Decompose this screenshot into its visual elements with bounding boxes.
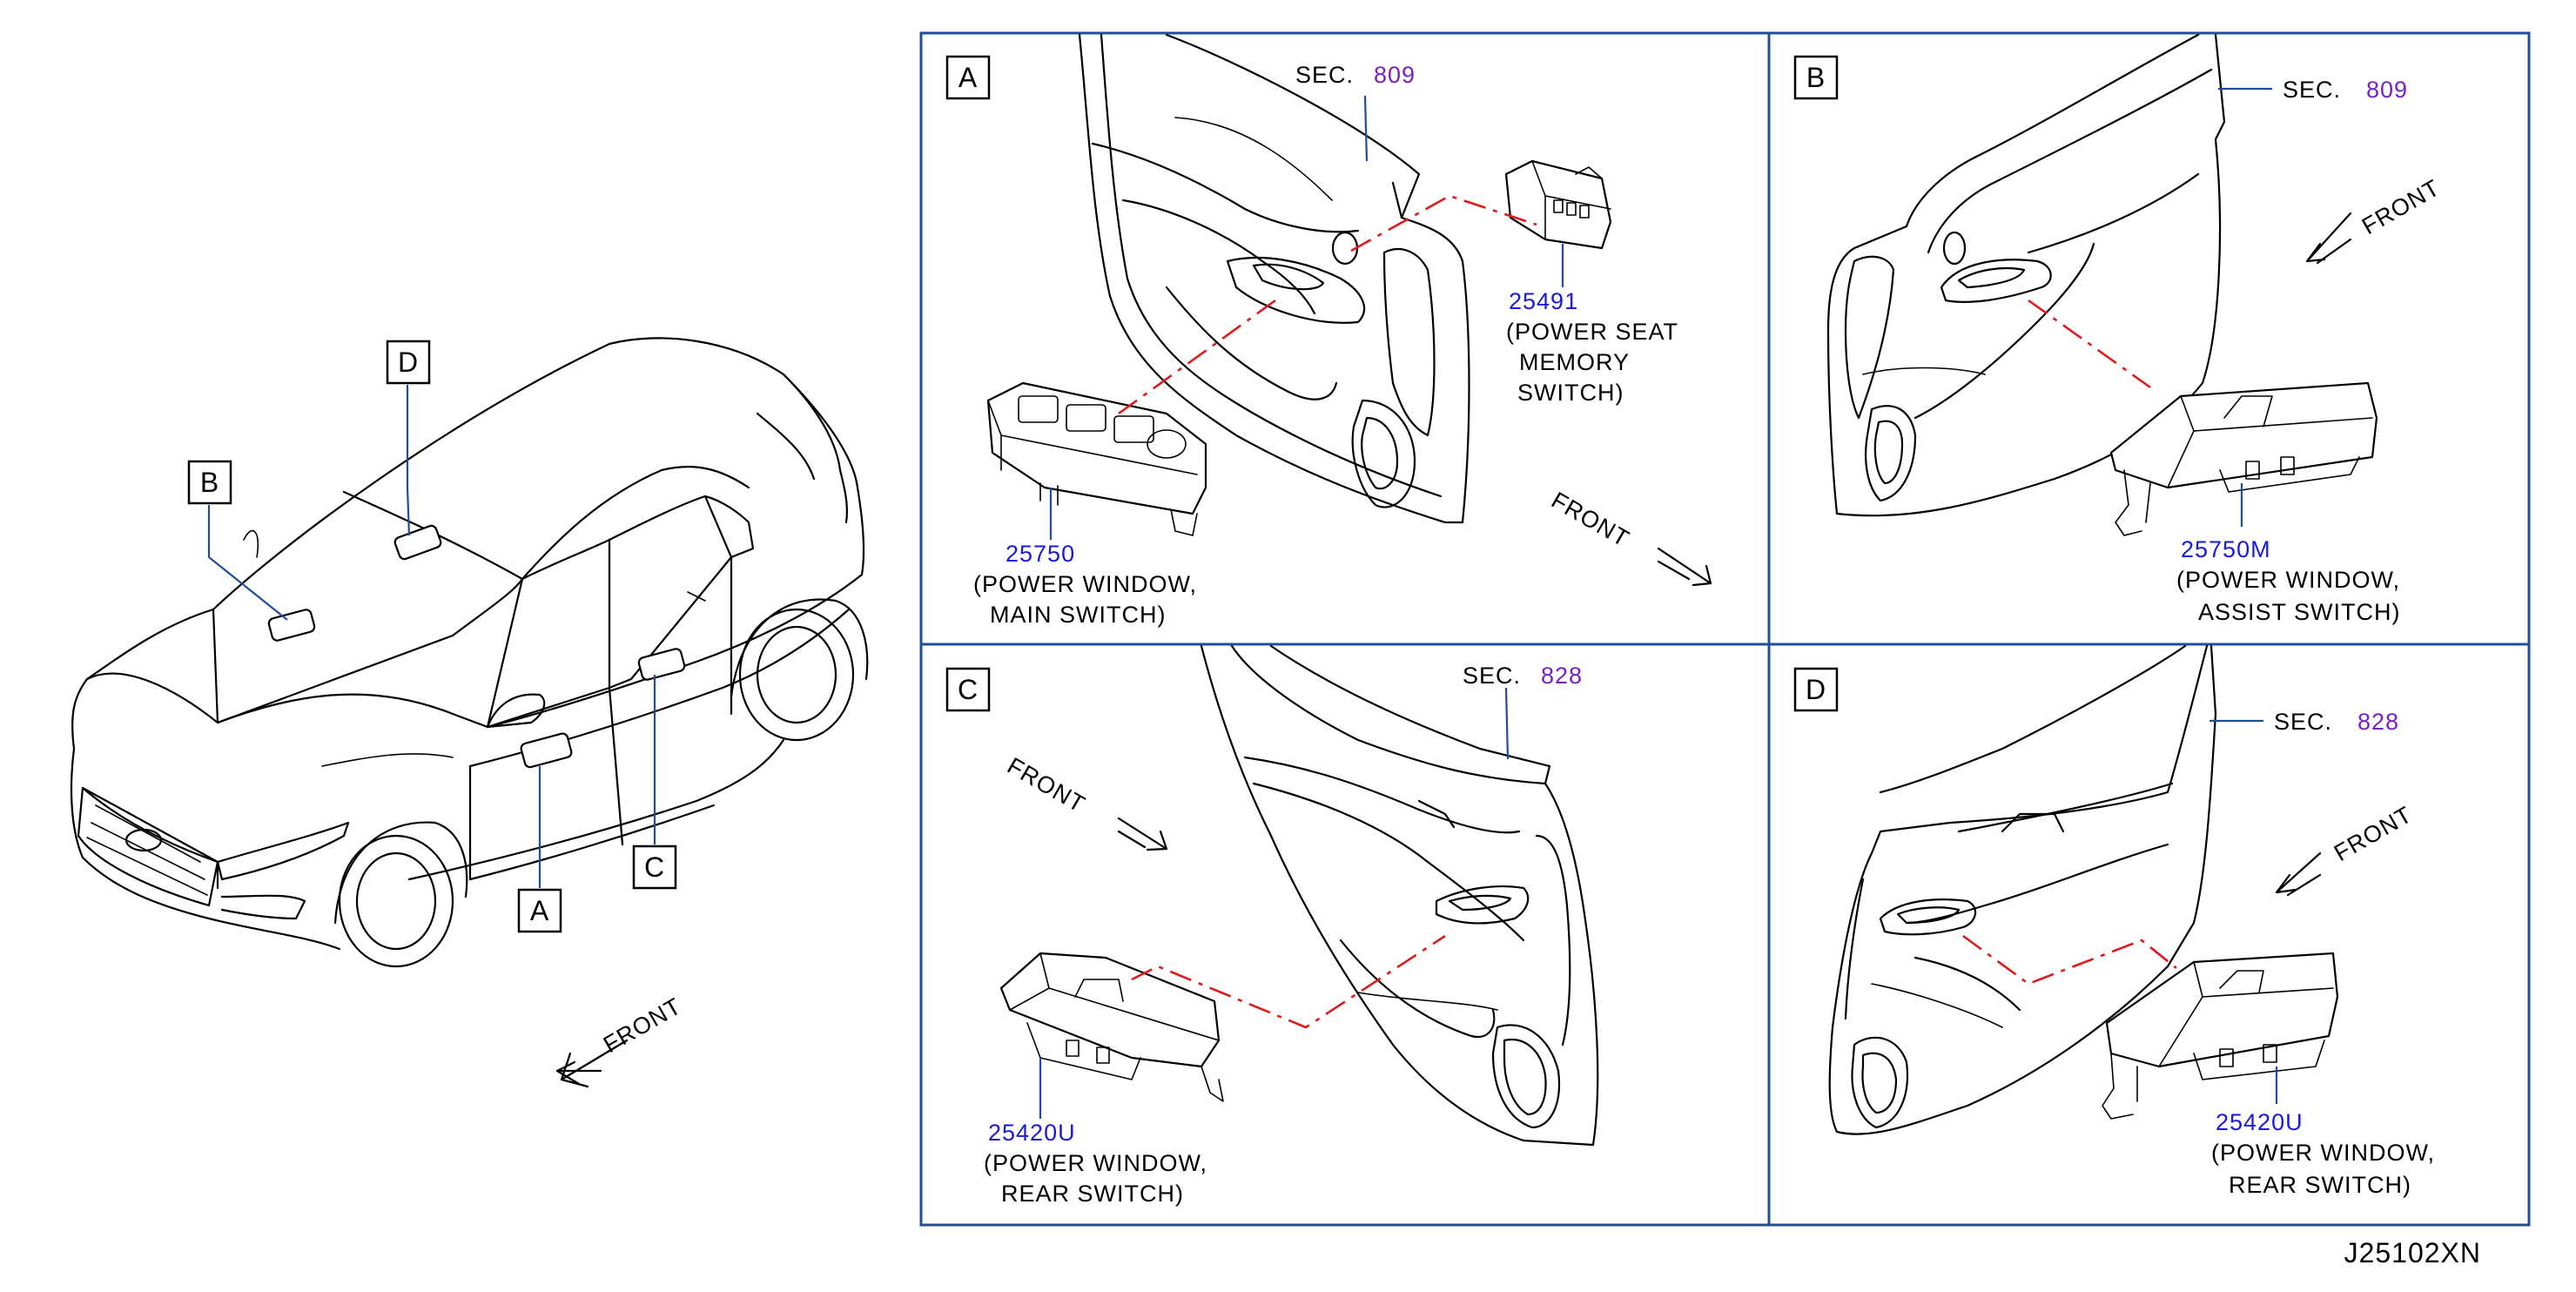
svg-text:(POWER WINDOW,: (POWER WINDOW, bbox=[2211, 1140, 2435, 1166]
panel-c-sec-number: 828 bbox=[1541, 663, 1583, 689]
seat-memory-switch-drawing bbox=[1504, 159, 1612, 250]
panel-a-letter: A bbox=[958, 62, 978, 93]
svg-text:(POWER WINDOW,: (POWER WINDOW, bbox=[984, 1150, 1207, 1176]
callout-b[interactable]: B bbox=[187, 460, 232, 505]
svg-text:MEMORY: MEMORY bbox=[1519, 349, 1630, 375]
front-arrow-overview: FRONT bbox=[555, 993, 686, 1088]
svg-text:D: D bbox=[398, 347, 419, 378]
callout-d[interactable]: D bbox=[386, 340, 431, 385]
panel-b-letter-box bbox=[1793, 55, 1839, 100]
panel-d-letter: D bbox=[1806, 674, 1826, 705]
panel-a: A SEC. 809 bbox=[945, 33, 1712, 628]
callout-a[interactable]: A bbox=[517, 888, 562, 933]
front-arrow-panel-a: FRONT bbox=[1547, 487, 1712, 587]
front-arrow-panel-b: FRONT bbox=[2305, 174, 2445, 265]
panel-a-part-1-number: 25491 bbox=[1509, 288, 1578, 314]
svg-text:REAR SWITCH): REAR SWITCH) bbox=[1001, 1181, 1184, 1207]
svg-text:(POWER SEAT: (POWER SEAT bbox=[1506, 319, 1678, 345]
panel-grid bbox=[919, 31, 2531, 1227]
door-panel-b-drawing bbox=[1826, 33, 2226, 517]
door-panel-c-drawing bbox=[1200, 644, 1599, 1147]
panel-b-part-1-number: 25750M bbox=[2181, 536, 2271, 562]
front-arrow-panel-d: FRONT bbox=[2275, 801, 2417, 897]
svg-text:C: C bbox=[644, 851, 665, 883]
panel-c-sec-label: SEC. bbox=[1463, 663, 1521, 689]
panel-d-letter-box bbox=[1793, 667, 1839, 712]
panel-a-letter-box bbox=[945, 55, 991, 100]
panel-a-part-2-number: 25750 bbox=[1006, 541, 1075, 567]
svg-text:REAR SWITCH): REAR SWITCH) bbox=[2229, 1172, 2411, 1198]
rear-switch-d-drawing bbox=[2102, 952, 2339, 1120]
svg-text:B: B bbox=[200, 467, 219, 498]
panel-b: B SEC. 809 FRONT bbox=[1793, 33, 2445, 625]
svg-text:FRONT: FRONT bbox=[2357, 174, 2445, 239]
svg-text:MAIN SWITCH): MAIN SWITCH) bbox=[990, 602, 1166, 628]
panel-c-part-1-number: 25420U bbox=[988, 1120, 1076, 1146]
panel-a-sec-number: 809 bbox=[1374, 62, 1416, 88]
drawing-code: J25102XN bbox=[2344, 1237, 2481, 1268]
overview-leaders bbox=[207, 385, 656, 888]
panel-b-letter: B bbox=[1806, 62, 1826, 93]
svg-text:ASSIST SWITCH): ASSIST SWITCH) bbox=[2198, 599, 2401, 625]
vehicle-overview bbox=[70, 337, 869, 968]
svg-text:FRONT: FRONT bbox=[1003, 752, 1090, 818]
panel-c: C SEC. 828 FRONT bbox=[945, 644, 1599, 1207]
main-switch-drawing bbox=[986, 381, 1207, 536]
panel-c-letter: C bbox=[958, 674, 979, 705]
panel-d-sec-label: SEC. bbox=[2274, 709, 2332, 735]
svg-text:A: A bbox=[530, 895, 549, 926]
assist-switch-drawing bbox=[2109, 381, 2378, 536]
svg-text:FRONT: FRONT bbox=[599, 993, 686, 1058]
door-panel-d-drawing bbox=[1828, 644, 2217, 1135]
svg-text:(POWER WINDOW,: (POWER WINDOW, bbox=[973, 571, 1197, 597]
door-panel-a-drawing bbox=[1078, 33, 1470, 524]
svg-text:SWITCH): SWITCH) bbox=[1517, 380, 1624, 406]
panel-b-sec-number: 809 bbox=[2366, 77, 2408, 103]
panel-d: D SEC. 828 FRONT bbox=[1793, 644, 2435, 1198]
rear-switch-c-drawing bbox=[999, 952, 1224, 1102]
svg-text:FRONT: FRONT bbox=[2330, 801, 2417, 866]
panel-a-sec-label: SEC. bbox=[1295, 62, 1354, 88]
front-arrow-panel-c: FRONT bbox=[1003, 752, 1168, 851]
svg-text:FRONT: FRONT bbox=[1547, 487, 1634, 552]
panel-c-letter-box bbox=[945, 667, 991, 712]
panel-d-part-1-number: 25420U bbox=[2216, 1109, 2304, 1135]
callout-c[interactable]: C bbox=[632, 845, 677, 890]
svg-text:(POWER WINDOW,: (POWER WINDOW, bbox=[2176, 567, 2400, 593]
panel-b-sec-label: SEC. bbox=[2283, 77, 2341, 103]
panel-d-sec-number: 828 bbox=[2357, 709, 2399, 735]
